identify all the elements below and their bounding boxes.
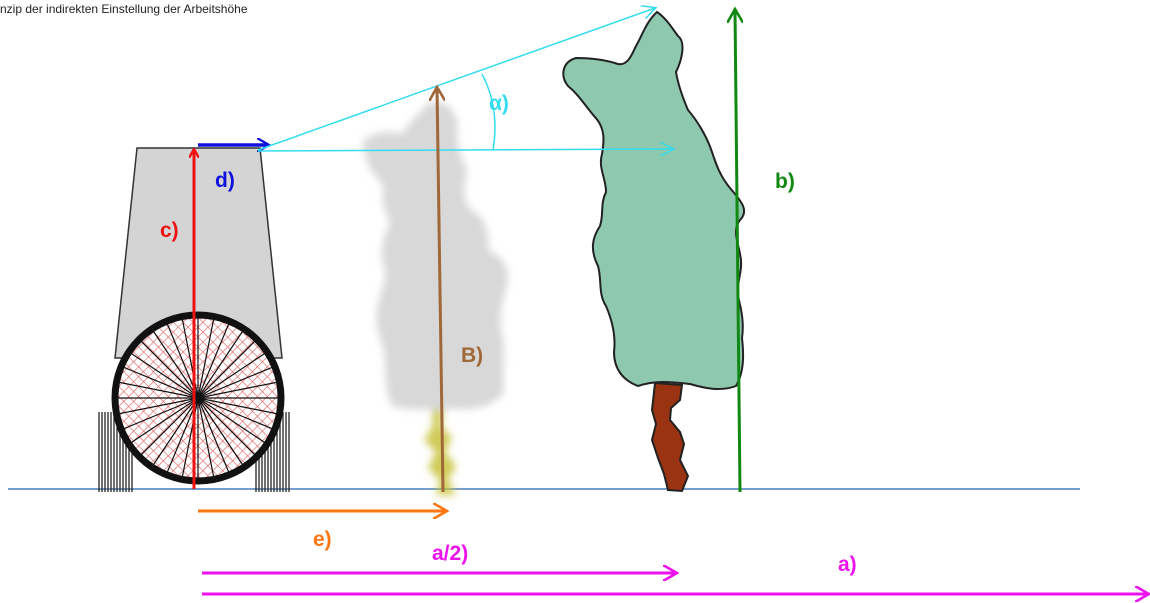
label-a-half: a/2) <box>432 542 468 565</box>
label-a: a) <box>838 553 857 576</box>
label-B: B) <box>461 344 483 367</box>
tree <box>562 10 746 493</box>
wheel-spoke <box>140 397 199 456</box>
ghost-tree <box>362 102 508 495</box>
wheel-spoke <box>153 331 199 399</box>
wheel-spoke <box>197 323 230 399</box>
wheel-spoke <box>197 397 273 430</box>
wheel-spoke <box>197 397 277 415</box>
wheel-spoke <box>197 331 243 399</box>
label-e: e) <box>313 528 332 551</box>
wheel <box>111 311 285 485</box>
wheel-spoke <box>131 353 199 399</box>
machine <box>98 147 290 492</box>
wheel-spoke <box>123 366 199 399</box>
wheel-spoke <box>140 340 199 399</box>
wheel-spoke <box>197 381 277 399</box>
wheel-spoke <box>197 397 230 473</box>
wheel-spoke <box>197 319 215 399</box>
sight-line-horizontal <box>257 149 673 151</box>
arrow-b <box>735 10 740 493</box>
wheel-spoke <box>119 397 199 415</box>
sight-line-upper <box>257 8 655 151</box>
label-c: c) <box>160 219 179 242</box>
wheel-spoke <box>153 397 199 465</box>
label-b: b) <box>775 170 795 193</box>
wheel-spoke <box>197 340 256 399</box>
wheel-spokes <box>118 318 278 478</box>
wheel-spoke <box>197 397 215 477</box>
wheel-spoke <box>197 353 265 399</box>
label-alpha: α) <box>489 92 509 115</box>
machine-body <box>114 147 283 359</box>
angle-alpha-arc <box>481 73 496 151</box>
arrow-B <box>437 88 443 493</box>
wheel-spoke <box>131 397 199 443</box>
wheel-spoke <box>197 397 243 465</box>
label-d: d) <box>215 169 235 192</box>
wheel-spoke <box>119 381 199 399</box>
wheel-spoke <box>197 397 265 443</box>
wheel-spoke <box>197 366 273 399</box>
wheel-spoke <box>197 397 256 456</box>
wheel-spoke <box>123 397 199 430</box>
figure-caption: nzip der indirekten Einstellung der Arbe… <box>0 2 248 16</box>
